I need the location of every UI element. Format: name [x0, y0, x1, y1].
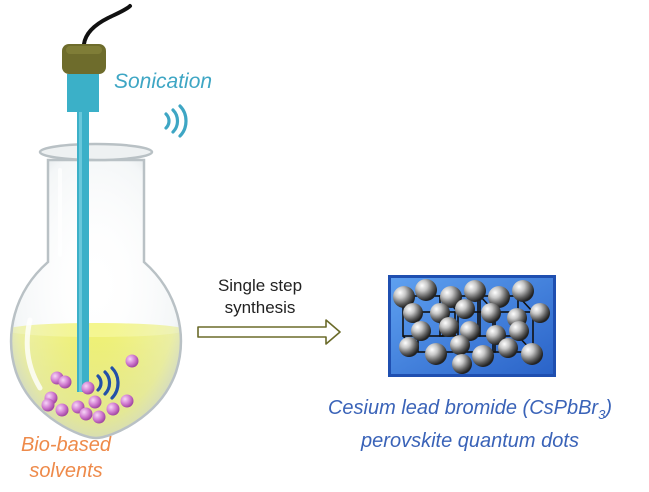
- single-step-synthesis-label: Single step synthesis: [190, 275, 330, 319]
- bio-label-line2: solvents: [29, 460, 103, 482]
- product-label: Cesium lead bromide (CsPbBr3) perovskite…: [300, 395, 640, 455]
- probe-body-icon: [67, 74, 99, 112]
- probe-shaft-icon: [77, 112, 89, 392]
- step-label-line2: synthesis: [224, 298, 296, 317]
- bead-cluster-icon: [41, 354, 139, 424]
- product-formula: CsPbBr: [529, 397, 599, 419]
- perovskite-lattice-icon: [388, 275, 556, 377]
- product-suffix: ): [605, 397, 612, 419]
- right-arrow-icon: [197, 319, 341, 345]
- product-prefix: Cesium lead bromide (: [327, 397, 530, 419]
- step-label-line1: Single step: [217, 276, 303, 295]
- product-label-line2: perovskite quantum dots: [361, 430, 579, 452]
- product-label-line1: Cesium lead bromide (CsPbBr3): [300, 395, 640, 428]
- sound-wave-icon: [96, 366, 120, 400]
- product-formula-subscript: 3: [598, 407, 606, 422]
- bio-label-line1: Bio-based: [20, 434, 112, 456]
- bio-based-solvents-label: Bio-based solvents: [10, 432, 122, 484]
- sound-wave-icon: [164, 104, 188, 138]
- sonication-label: Sonication: [114, 70, 213, 93]
- probe-cable-icon: [82, 4, 132, 46]
